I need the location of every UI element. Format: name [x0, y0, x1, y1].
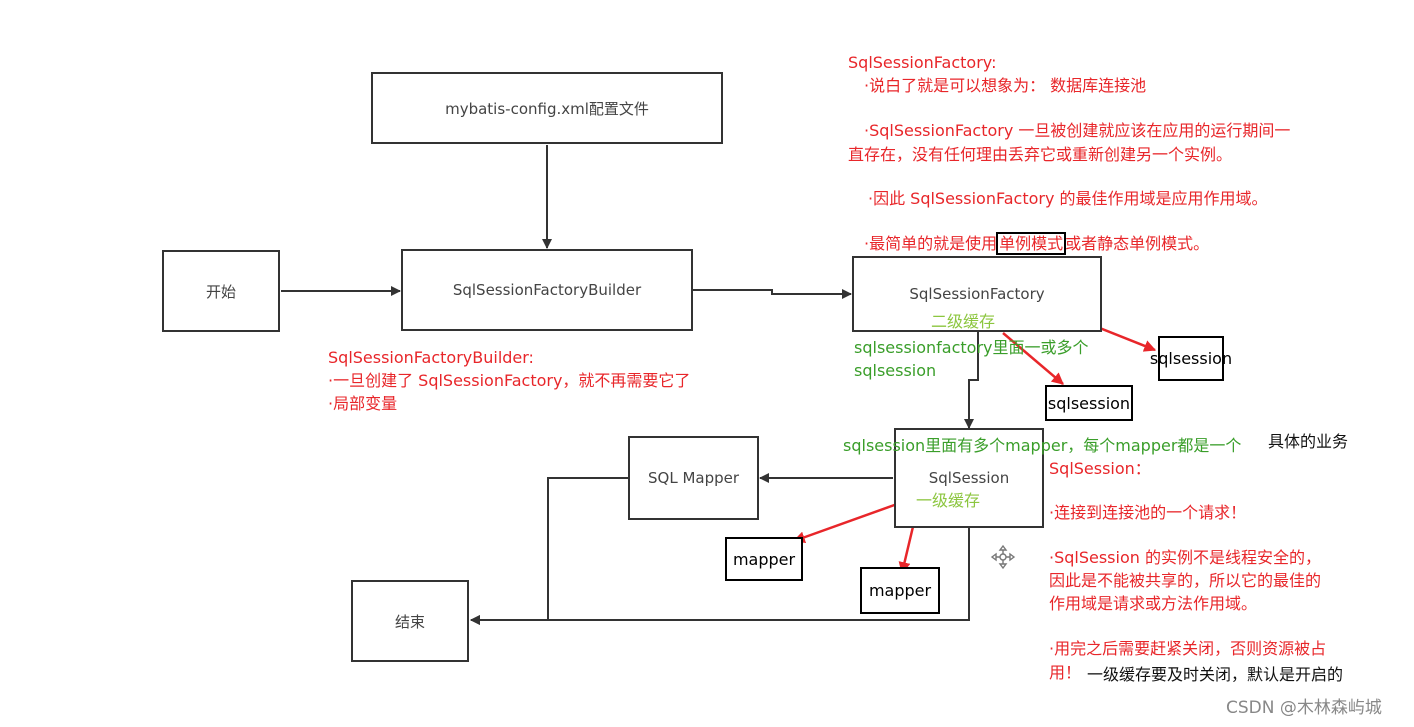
- factory-note-line1: ·说白了就是可以想象为： 数据库连接池: [864, 76, 1147, 95]
- arrow-session-to-end: [470, 528, 970, 625]
- builder-note-line1: ·一旦创建了 SqlSessionFactory，就不再需要它了: [328, 371, 691, 390]
- builder-note-title: SqlSessionFactoryBuilder:: [328, 348, 534, 367]
- arrow-builder-to-factory: [693, 289, 852, 299]
- session-note-line4: 作用域是请求或方法作用域。: [1049, 594, 1258, 613]
- red-arrow-session-to-mapper-a: [792, 501, 901, 544]
- mapper-a-label: mapper: [732, 549, 796, 569]
- factory-note-line3: 直存在，没有任何理由丢弃它或重新创建另一个实例。: [848, 145, 1233, 164]
- session-label: SqlSession: [928, 469, 1010, 487]
- session-note-line5: ·用完之后需要赶紧关闭，否则资源被占: [1049, 639, 1327, 658]
- factory-note-line2: ·SqlSessionFactory 一旦被创建就应该在应用的运行期间一: [864, 121, 1291, 140]
- builder-box: SqlSessionFactoryBuilder: [401, 249, 693, 331]
- sqlsession-box-a: sqlsession: [1150, 336, 1232, 381]
- sqlsession-box-b: sqlsession: [1045, 385, 1133, 421]
- sqlsession-a-label: sqlsession: [1149, 349, 1233, 368]
- mapper-b-label: mapper: [868, 581, 932, 600]
- cache1-close-note: 一级缓存要及时关闭，默认是开启的: [1087, 665, 1344, 684]
- factory-note-line4: ·因此 SqlSessionFactory 的最佳作用域是应用作用域。: [868, 189, 1268, 208]
- session-note-title: SqlSession：: [1049, 459, 1151, 478]
- factory-note-title: SqlSessionFactory:: [848, 53, 997, 72]
- first-level-cache-label: 一级缓存: [916, 491, 981, 510]
- singleton-highlight: 单例模式: [996, 232, 1067, 255]
- arrow-factory-to-session: [964, 332, 979, 429]
- end-box: 结束: [351, 580, 469, 662]
- session-note-line2: ·SqlSession 的实例不是线程安全的，: [1049, 548, 1321, 567]
- factory-box: SqlSessionFactory: [852, 256, 1102, 332]
- session-note-line3: 因此是不能被共享的，所以它的最佳的: [1049, 571, 1322, 590]
- factory-note-line5: ·最简单的就是使用单例模式或者静态单例模式。: [864, 232, 1209, 255]
- start-label: 开始: [205, 282, 236, 301]
- builder-note-line2: ·局部变量: [328, 394, 398, 413]
- factory-note-line5-post: 或者静态单例模式。: [1065, 234, 1210, 253]
- sql-mapper-box: SQL Mapper: [628, 436, 759, 520]
- session-mappers-note: sqlsession里面有多个mapper，每个mapper都是一个: [843, 436, 1242, 455]
- factory-sessions-note-line2: sqlsession: [854, 361, 937, 380]
- start-box: 开始: [162, 250, 280, 332]
- sqlsession-b-label: sqlsession: [1047, 393, 1131, 413]
- business-note: 具体的业务: [1268, 432, 1349, 451]
- arrow-sqlmapper-to-end: [470, 477, 628, 625]
- factory-note-line5-pre: ·最简单的就是使用: [864, 234, 998, 253]
- sql-mapper-label: SQL Mapper: [647, 469, 740, 487]
- mapper-box-a: mapper: [725, 537, 803, 581]
- end-label: 结束: [394, 612, 425, 631]
- builder-label: SqlSessionFactoryBuilder: [452, 281, 642, 299]
- factory-sessions-note-line1: sqlsessionfactory里面一或多个: [854, 338, 1089, 357]
- config-file-label: mybatis-config.xml配置文件: [445, 99, 649, 118]
- red-arrow-factory-to-sqlsession-b: [1002, 332, 1064, 385]
- session-box: SqlSession: [894, 428, 1044, 528]
- mapper-box-b: mapper: [860, 567, 940, 614]
- move-cursor-icon: [990, 544, 1016, 570]
- session-note-line1: ·连接到连接池的一个请求！: [1049, 503, 1247, 522]
- config-file-box: mybatis-config.xml配置文件: [371, 72, 723, 144]
- watermark: CSDN @木林森屿城: [1226, 698, 1382, 718]
- session-note-line6: 用！: [1049, 663, 1082, 682]
- second-level-cache-label: 二级缓存: [931, 312, 996, 331]
- factory-label: SqlSessionFactory: [909, 285, 1045, 303]
